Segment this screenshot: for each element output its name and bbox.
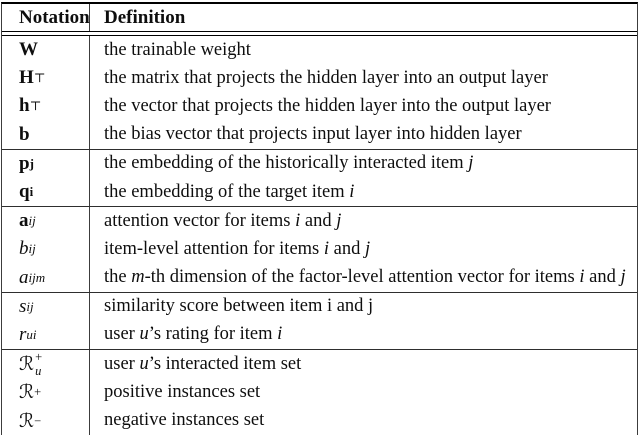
definition-cell: item-level attention for items i and j: [104, 238, 371, 259]
supsub-stack: +u: [35, 350, 43, 378]
notation-cell: ℛ+: [2, 378, 90, 407]
definition-cell: attention vector for items i and j: [104, 210, 342, 231]
table-row: ℛ+u user u’s interacted item set: [2, 350, 637, 379]
definition-cell: user u’s interacted item set: [104, 353, 302, 374]
notation-cell: h⊤: [2, 92, 90, 121]
notation-cell: ℛ−: [2, 406, 90, 435]
definition-cell: user u’s rating for item i: [104, 324, 283, 345]
definition-cell: the vector that projects the hidden laye…: [104, 95, 551, 116]
definition-cell: positive instances set: [104, 381, 261, 402]
header-definition: Definition: [104, 6, 186, 28]
table-row: H⊤ the matrix that projects the hidden la…: [2, 64, 637, 93]
table-header-row: Notation Definition: [2, 4, 637, 32]
notation-cell: ℛ+u: [2, 350, 90, 379]
notation-cell: b: [2, 120, 90, 149]
definition-cell: the matrix that projects the hidden laye…: [104, 67, 548, 88]
notation-cell: W: [2, 36, 90, 65]
definition-cell: similarity score between item i and j: [104, 296, 374, 317]
table-row: b the bias vector that projects input lay…: [2, 120, 637, 149]
table-row: h⊤ the vector that projects the hidden la…: [2, 92, 637, 121]
table-row: ℛ+ positive instances set: [2, 378, 637, 407]
definition-cell: the embedding of the historically intera…: [104, 153, 474, 174]
definition-cell: the bias vector that projects input laye…: [104, 124, 522, 145]
table-row: ℛ− negative instances set: [2, 406, 637, 435]
header-notation: Notation: [2, 4, 90, 31]
definition-cell: the trainable weight: [104, 39, 251, 60]
definition-cell: negative instances set: [104, 410, 265, 431]
definition-cell: the m-th dimension of the factor-level a…: [104, 267, 626, 288]
definition-cell: the embedding of the target item i: [104, 181, 355, 202]
notation-cell: H⊤: [2, 64, 90, 93]
